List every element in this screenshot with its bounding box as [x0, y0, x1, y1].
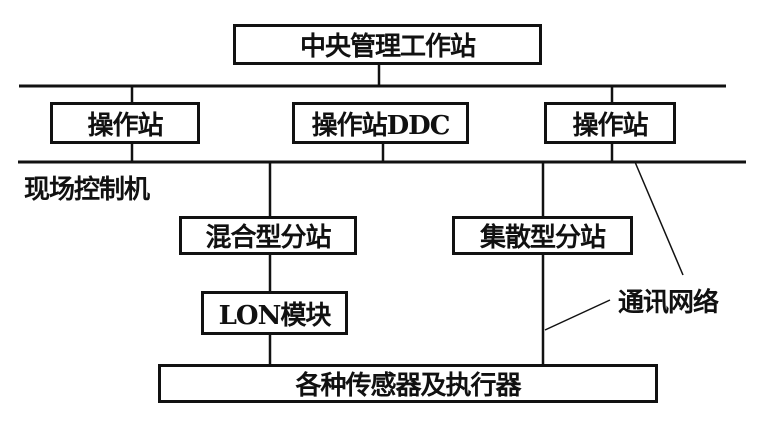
operator-station-1-label: 操作站 [87, 110, 163, 141]
mixed-substation-label: 混合型分站 [205, 223, 331, 253]
operator-station-3-label: 操作站 [572, 110, 648, 141]
field-controller-label: 现场控制机 [24, 175, 150, 205]
mixed-substation: 混合型分站 [179, 216, 357, 255]
lon-module: LON模块 [201, 291, 348, 335]
operator-station-ddc: 操作站DDC [292, 102, 469, 144]
central-management-station-label: 中央管理工作站 [299, 32, 476, 62]
operator-station-3: 操作站 [544, 102, 676, 144]
sensors-and-actuators-label: 各种传感器及执行器 [295, 371, 521, 401]
operator-station-ddc-label: 操作站DDC [311, 110, 451, 141]
network-pointer-upper [634, 161, 684, 276]
lon-module-label: LON模块 [218, 300, 332, 331]
sensors-and-actuators: 各种传感器及执行器 [158, 364, 658, 403]
network-pointer-lower [544, 299, 611, 331]
distributed-substation-label: 集散型分站 [479, 223, 606, 253]
distributed-substation: 集散型分站 [452, 216, 633, 255]
central-management-station: 中央管理工作站 [233, 24, 542, 65]
operator-station-1: 操作站 [50, 102, 200, 144]
communication-network-label: 通讯网络 [618, 288, 719, 318]
